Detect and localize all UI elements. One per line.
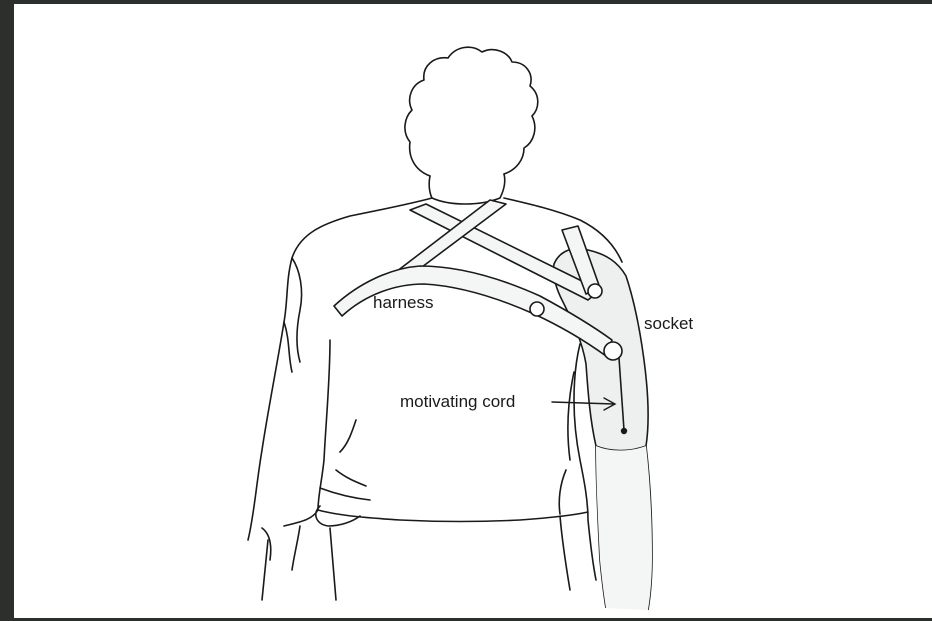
label-motivating-cord: motivating cord [400, 392, 515, 412]
harness-ring-mid [530, 302, 544, 316]
socket-ring-top [588, 284, 602, 298]
left-shoulder-outline [248, 198, 432, 540]
label-socket: socket [644, 314, 693, 334]
cord-pulley [604, 342, 622, 360]
prosthetic-forearm-fill [596, 446, 652, 610]
trousers-left [262, 540, 268, 600]
label-harness: harness [373, 293, 433, 313]
cord-end-dot [621, 428, 627, 434]
torso-lower-outline [318, 340, 588, 522]
head-outline [405, 47, 538, 176]
collar-outline [429, 174, 505, 204]
trousers-mid [330, 528, 336, 600]
trousers-right [560, 516, 570, 590]
left-sleeve-detail [284, 258, 302, 372]
